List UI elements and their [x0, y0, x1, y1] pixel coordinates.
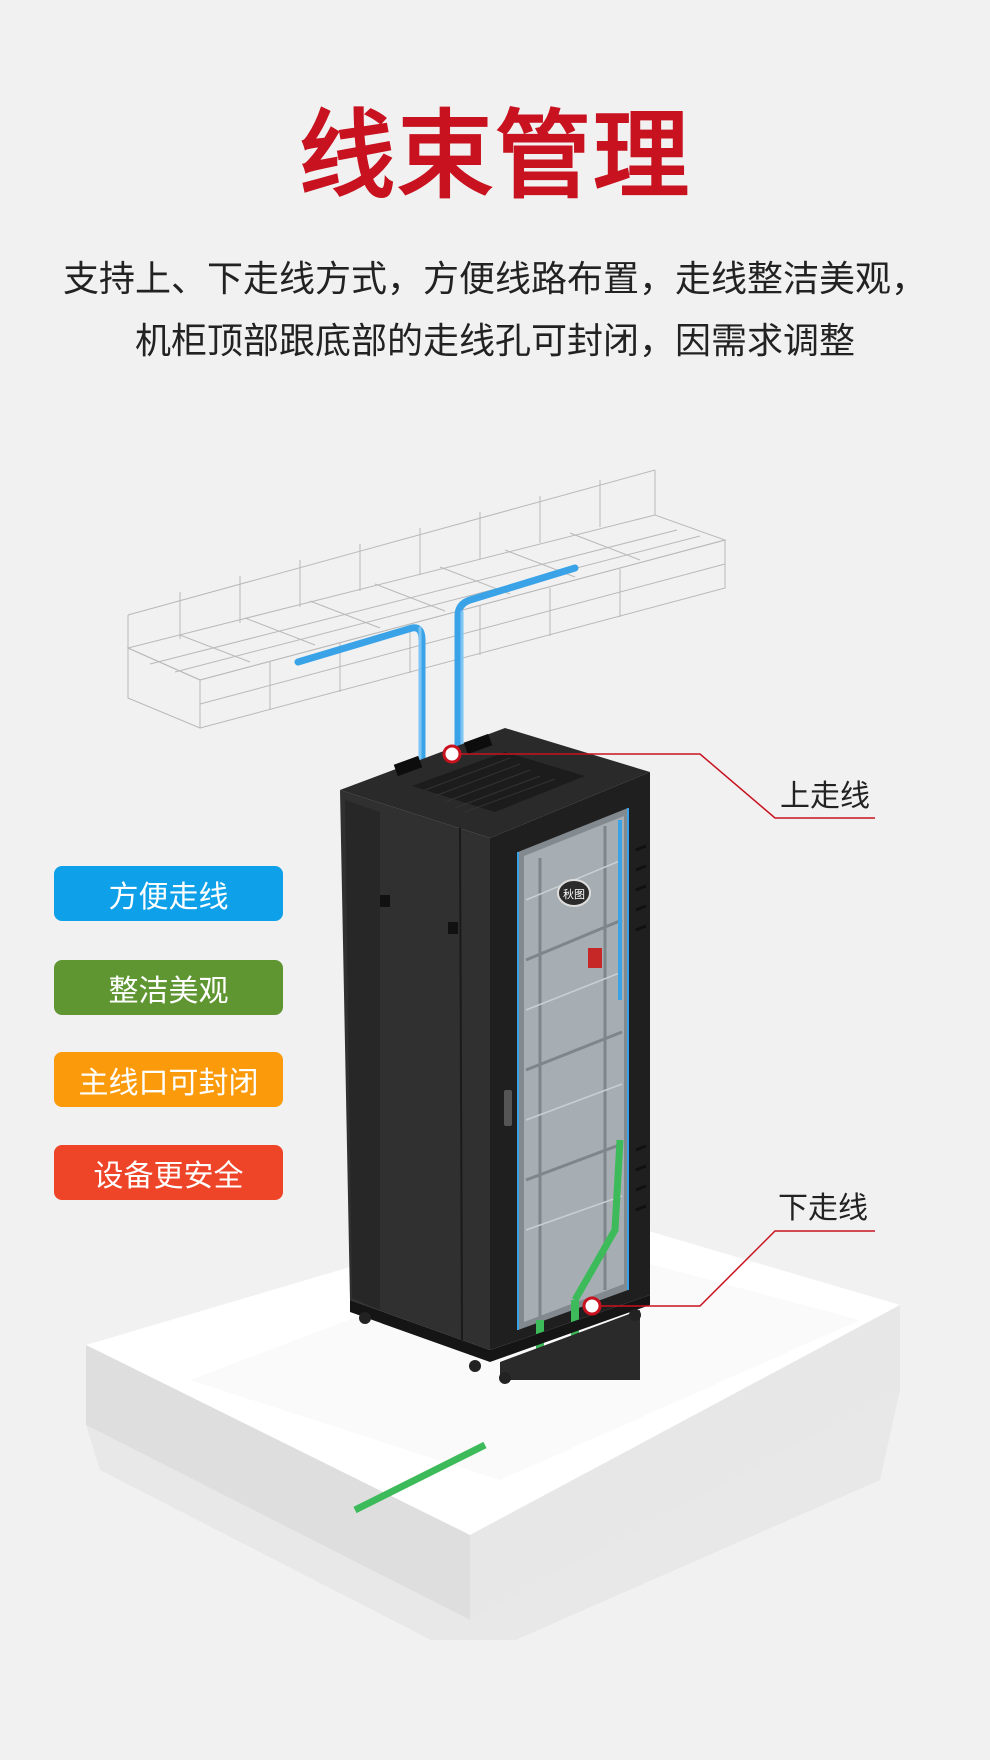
top-wiring-label: 上走线: [780, 779, 870, 814]
feature-badge: 整洁美观: [54, 960, 283, 1015]
description-line-1: 支持上、下走线方式，方便线路布置，走线整洁美观，: [62, 259, 927, 300]
cabinet-logo: 秋图: [563, 887, 585, 901]
top-callout-line: [442, 744, 875, 819]
feature-badge: 设备更安全: [54, 1145, 283, 1200]
cable-tray: [126, 469, 727, 729]
bottom-wiring-label: 下走线: [778, 1191, 868, 1226]
page-title: 线束管理: [299, 100, 691, 212]
server-cabinet: 秋图: [340, 728, 650, 1384]
description-line-2: 机柜顶部跟底部的走线孔可封闭，因需求调整: [134, 321, 855, 362]
cabinet-illustration: 秋图: [86, 469, 900, 1640]
feature-badge: 主线口可封闭: [54, 1052, 283, 1107]
bottom-callout-line: [582, 1230, 875, 1316]
feature-badge: 方便走线: [54, 866, 283, 921]
underfloor-cable: [353, 1441, 487, 1514]
